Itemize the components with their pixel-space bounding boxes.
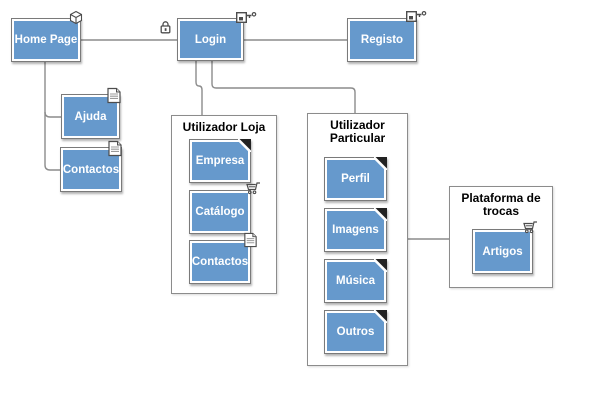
node-contactos[interactable]: Contactos [60,147,122,192]
folded-corner-icon [374,259,387,272]
node-home-page-label: Home Page [14,34,78,46]
group-utilizador-loja-title: Utilizador Loja [182,120,266,134]
node-empresa[interactable]: Empresa [189,139,251,183]
group-plataforma-trocas-title: Plataforma de trocas [461,191,541,218]
node-login-label: Login [194,33,227,46]
edge-login-utilizadorloja [195,61,203,115]
document-icon [105,87,123,104]
node-contactos-label: Contactos [62,163,120,176]
edge-homepage-ajuda [44,111,61,118]
node-registo-label: Registo [360,34,404,46]
node-artigos[interactable]: Artigos [472,229,533,274]
cube-icon [67,9,85,27]
edge-login-utilizadorparticular [211,61,356,113]
node-registo[interactable]: Registo [347,18,417,62]
node-contactos-loja-label: Contactos [191,256,249,268]
node-contactos-loja[interactable]: Contactos [189,240,251,284]
node-artigos-label: Artigos [482,245,523,258]
folded-corner-icon [374,208,387,221]
node-home-page[interactable]: Home Page [11,18,81,62]
node-outros-label: Outros [336,326,375,338]
node-imagens[interactable]: Imagens [324,208,387,252]
edge-homepage-contactos [44,62,60,171]
folded-corner-icon [374,157,387,170]
node-empresa-label: Empresa [195,155,245,167]
node-outros[interactable]: Outros [324,310,387,354]
node-imagens-label: Imagens [332,224,379,236]
group-plataforma-trocas[interactable]: Plataforma de trocas [449,186,553,288]
folded-corner-icon [374,310,387,323]
group-utilizador-particular-title: Utilizador Particular [329,118,386,145]
node-musica[interactable]: Música [324,259,387,303]
document-icon [242,232,259,248]
node-perfil-label: Perfil [341,173,370,185]
cart-icon [521,220,538,235]
node-catalogo-label: Catálogo [195,206,245,218]
node-catalogo[interactable]: Catálogo [189,190,251,234]
node-ajuda-label: Ajuda [74,110,107,123]
node-login[interactable]: Login [177,18,244,61]
folded-corner-icon [238,139,251,152]
cart-icon [244,181,261,196]
node-perfil[interactable]: Perfil [324,157,387,201]
node-musica-label: Música [336,275,375,287]
document-icon [106,140,124,157]
lock-icon [159,20,172,34]
key-icon [406,10,427,23]
key-icon [236,11,257,24]
